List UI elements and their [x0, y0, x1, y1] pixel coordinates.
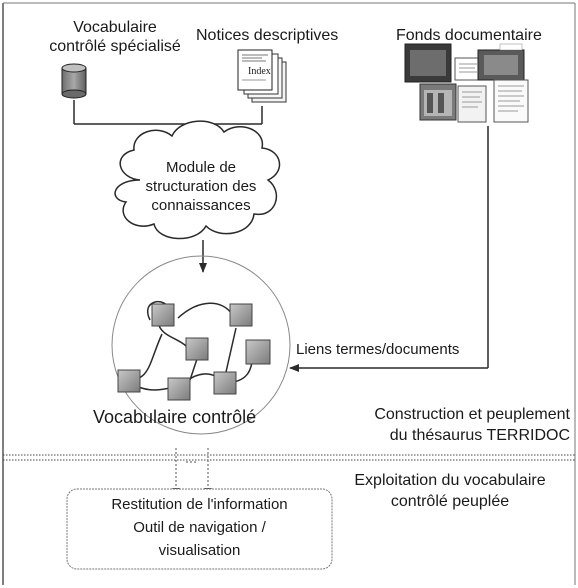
- vocab-specialise-line2: contrôlé spécialisé: [49, 38, 181, 56]
- node-3: [185, 337, 209, 361]
- notices-title: Notices descriptives: [196, 27, 339, 44]
- node-1: [151, 303, 175, 327]
- restitution-line1: Restitution de l'information: [111, 496, 288, 513]
- construction-label: Construction et peuplement du thésaurus …: [320, 404, 570, 446]
- vocab-controle-label: Vocabulaire contrôlé: [93, 407, 257, 427]
- collage-page-2: [457, 85, 487, 123]
- module-line1: Module de: [165, 159, 237, 176]
- vocab-specialise-line1: Vocabulaire: [73, 19, 157, 36]
- restitution-line3: visualisation: [158, 542, 241, 559]
- link-curve-7: [233, 361, 253, 383]
- module-line2: structuration des: [145, 178, 257, 195]
- node-4: [245, 339, 271, 365]
- link-curve-3: [177, 302, 233, 319]
- node-5: [117, 369, 141, 393]
- restitution-label: Restitution de l'information Outil de na…: [67, 493, 332, 562]
- fonds-title: Fonds documentaire: [396, 27, 542, 44]
- links-label: Liens termes/documents: [296, 341, 460, 358]
- construction-line1: Construction et peuplement: [374, 406, 570, 423]
- module-label: Module de structuration des connaissance…: [130, 158, 272, 215]
- link-curve-5: [135, 385, 171, 391]
- document-collage-image: [404, 43, 529, 123]
- node-2: [229, 303, 253, 327]
- collage-page-1: [454, 57, 482, 81]
- vocab-circle: [111, 255, 291, 435]
- node-7: [213, 371, 237, 395]
- module-line3: connaissances: [151, 197, 251, 214]
- exploitation-label: Exploitation du vocabulaire contrôlé peu…: [325, 470, 575, 512]
- node-6: [167, 377, 191, 401]
- construction-line2: du thésaurus TERRIDOC: [389, 427, 570, 444]
- exploitation-line1: Exploitation du vocabulaire: [354, 472, 546, 489]
- restitution-line2: Outil de navigation /: [133, 519, 266, 536]
- restitution-box: [66, 488, 333, 570]
- vocab-specialise-title: Vocabulaire contrôlé spécialisé: [40, 18, 190, 56]
- network-nodes: [117, 303, 271, 401]
- link-straight-1: [225, 327, 237, 373]
- cloud-shape: [114, 120, 281, 240]
- index-doc-label: Index: [248, 66, 271, 77]
- document-stack-icon: [237, 49, 287, 103]
- exploitation-line2: contrôlé peuplée: [390, 493, 510, 510]
- database-icon: [61, 63, 87, 99]
